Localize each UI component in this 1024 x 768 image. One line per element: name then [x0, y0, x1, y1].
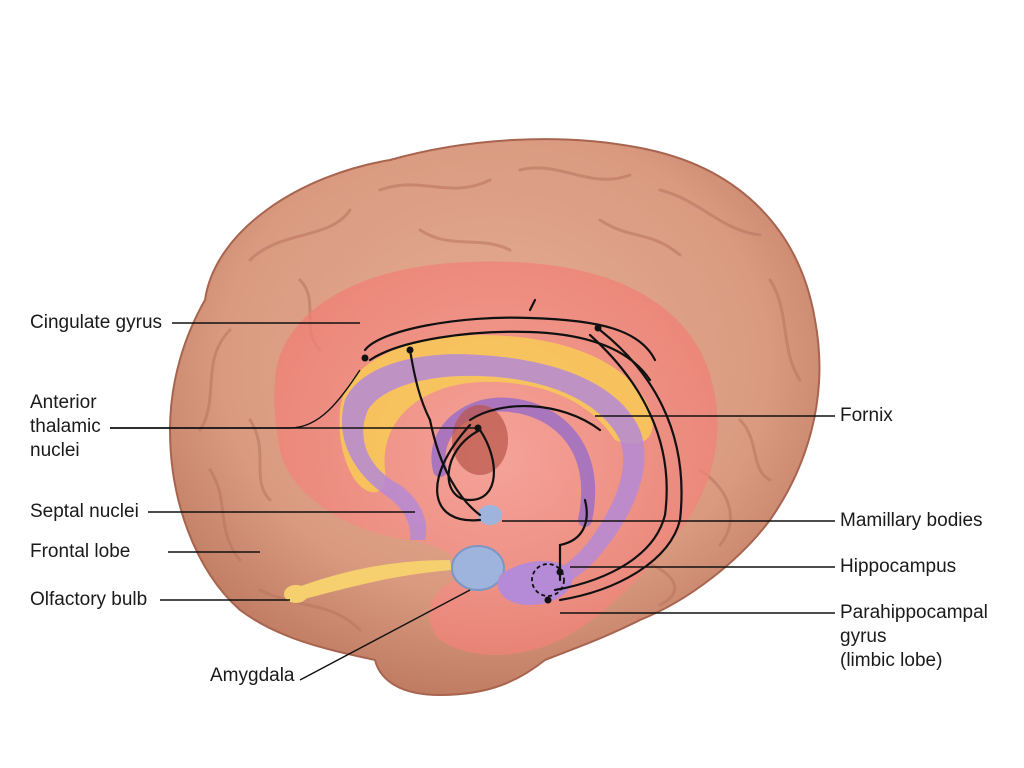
amygdala-shape [451, 545, 505, 591]
mamillary-body-shape [478, 505, 502, 525]
olfactory-tract [290, 560, 452, 600]
papez-circuit [361, 298, 683, 604]
label-cingulate-gyrus: Cingulate gyrus [30, 312, 163, 333]
thalamus [452, 405, 508, 475]
label-septal-nuclei: Septal nuclei [30, 501, 139, 522]
label-anterior-thalamic-nuclei: Anterior thalamic nuclei [30, 392, 101, 461]
label-olfactory-bulb: Olfactory bulb [30, 589, 148, 610]
olfactory-bulb-shape [284, 585, 308, 603]
label-amygdala: Amygdala [210, 665, 295, 686]
label-fornix: Fornix [840, 405, 893, 426]
label-mamillary-bodies: Mamillary bodies [840, 510, 983, 531]
fornix-arc [431, 397, 596, 527]
label-hippocampus: Hippocampus [840, 556, 957, 577]
label-parahippocampal-gyrus: Parahippocampal gyrus (limbic lobe) [840, 602, 988, 671]
leader-lines [110, 322, 835, 681]
hippocampus-shape [497, 560, 573, 605]
fornix-hippocampus [341, 354, 645, 596]
label-frontal-lobe: Frontal lobe [30, 541, 131, 562]
